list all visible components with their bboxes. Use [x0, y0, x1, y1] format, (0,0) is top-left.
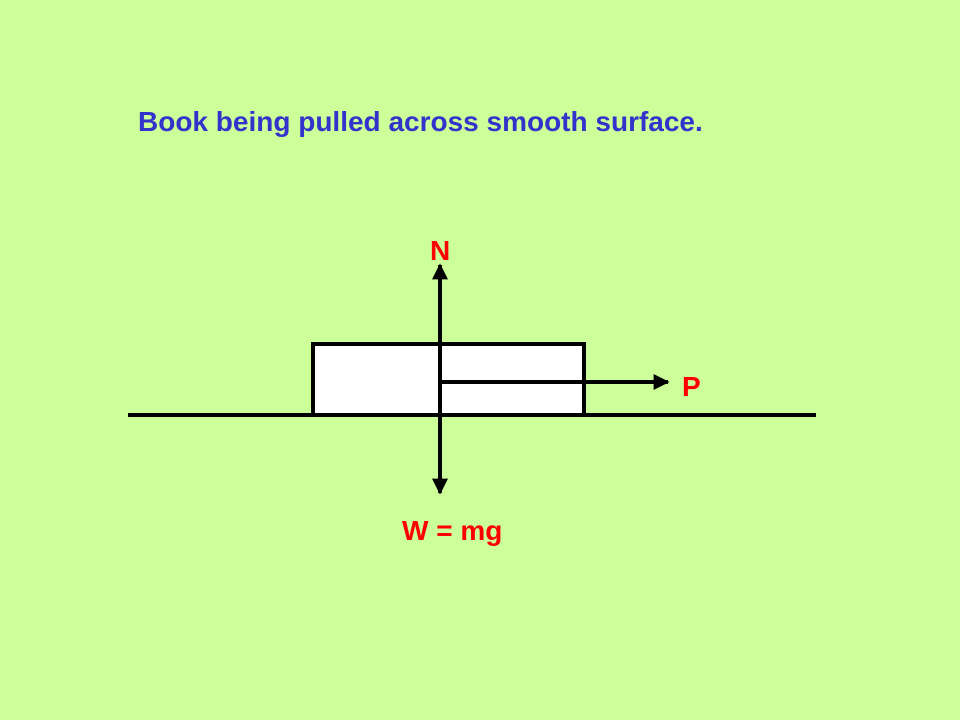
normal-force-label: N [430, 235, 450, 266]
weight-force-label: W = mg [402, 515, 502, 546]
book [311, 342, 586, 417]
slide-title: Book being pulled across smooth surface. [138, 106, 703, 137]
pull-force-label: P [682, 371, 701, 402]
